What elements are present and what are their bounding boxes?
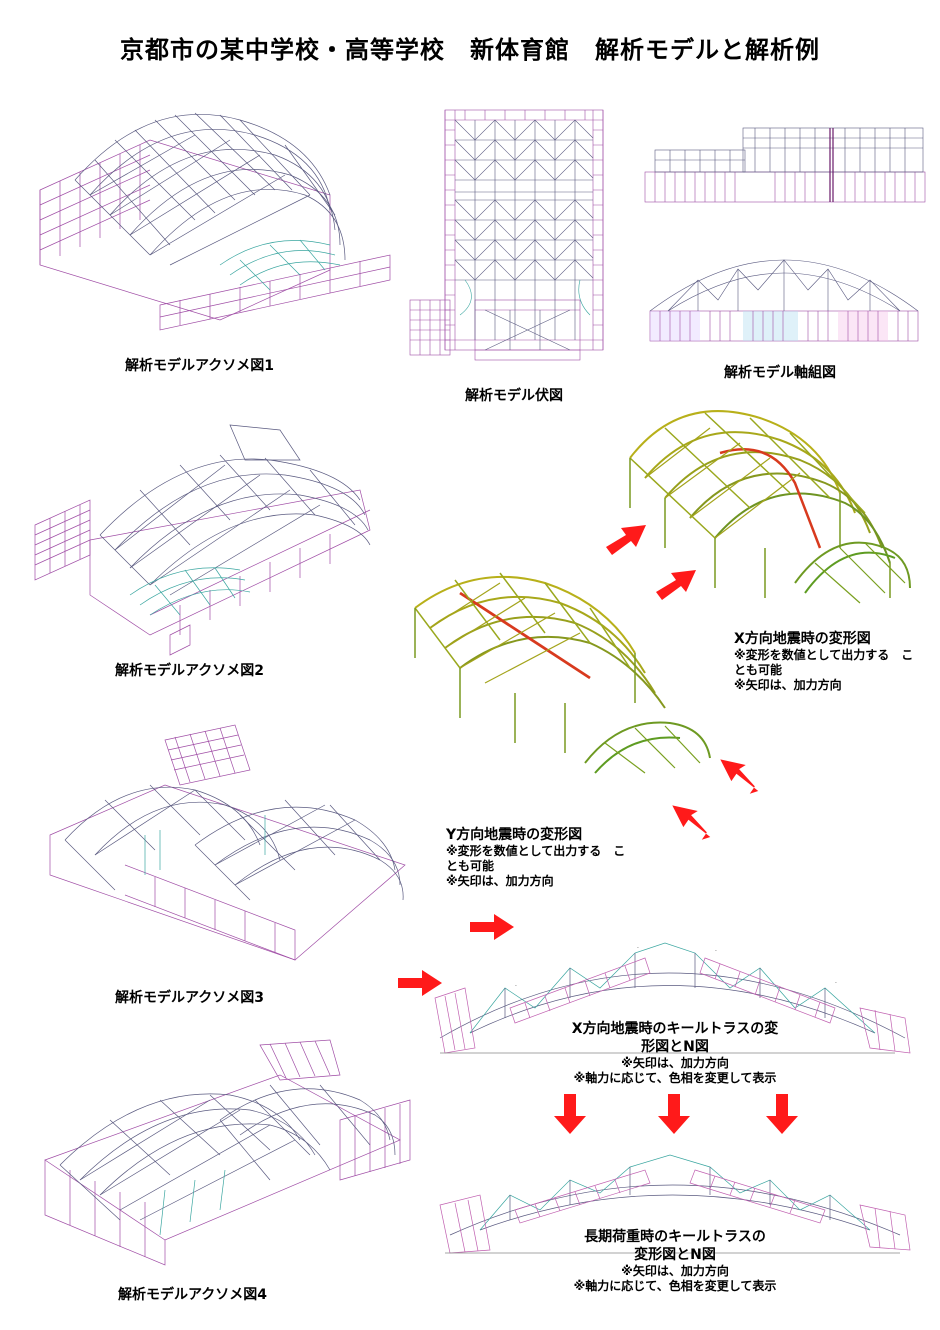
svg-text:.: . <box>715 946 717 953</box>
keel-long-heading-1: 長期荷重時のキールトラスの <box>584 1229 766 1245</box>
caption-iso-1: 解析モデルアクソメ図1 <box>125 358 275 374</box>
x-deformation-note: X方向地震時の変形図 ※変形を数値として出力する こ とも可能 ※矢印は、加力方… <box>734 630 913 693</box>
keel-x-heading-1: X方向地震時のキールトラスの変 <box>571 1021 779 1037</box>
iso-model-3 <box>49 724 406 961</box>
svg-text:.: . <box>637 943 639 950</box>
caption-frame: 解析モデル軸組図 <box>724 365 836 381</box>
keel-truss-long-diagram <box>439 1154 911 1254</box>
keel-truss-x-diagram: . . . . <box>434 942 911 1054</box>
svg-text:.: . <box>835 978 837 985</box>
caption-iso-3: 解析モデルアクソメ図3 <box>115 990 265 1006</box>
page-title: 京都市の某中学校・高等学校 新体育館 解析モデルと解析例 <box>120 36 820 64</box>
caption-iso-4: 解析モデルアクソメ図4 <box>118 1287 268 1303</box>
y-deformation-note-2: とも可能 <box>446 859 495 873</box>
load-arrow-right-1 <box>470 914 514 940</box>
iso-model-4 <box>44 1039 411 1266</box>
caption-iso-2: 解析モデルアクソメ図2 <box>115 663 265 679</box>
load-arrow-down-2 <box>658 1094 690 1134</box>
y-deformation-note-1: ※変形を数値として出力する こ <box>446 844 626 858</box>
iso-model-1 <box>39 112 391 331</box>
frame-elevation-bottom <box>649 259 919 342</box>
x-deformation-note-1: ※変形を数値として出力する こ <box>734 648 914 662</box>
keel-x-note-1: ※矢印は、加力方向 <box>621 1056 729 1070</box>
keel-long-note-1: ※矢印は、加力方向 <box>621 1264 729 1278</box>
y-deformation-heading: Y方向地震時の変形図 <box>446 827 583 843</box>
svg-text:.: . <box>515 981 517 988</box>
load-arrow-x-1 <box>606 525 646 555</box>
load-arrow-down-3 <box>766 1094 798 1134</box>
keel-long-note-2: ※軸力に応じて、色相を変更して表示 <box>573 1279 777 1293</box>
frame-elevation-top <box>644 127 926 203</box>
load-arrow-y-2 <box>672 805 711 840</box>
x-deformation-figure <box>629 410 911 604</box>
keel-x-heading-2: 形図とN図 <box>641 1039 709 1055</box>
keel-long-note: 長期荷重時のキールトラスの 変形図とN図 ※矢印は、加力方向 ※軸力に応じて、色… <box>540 1228 810 1294</box>
caption-plan: 解析モデル伏図 <box>465 388 563 404</box>
y-deformation-note-3: ※矢印は、加力方向 <box>446 874 554 888</box>
y-deformation-figure <box>414 572 711 774</box>
iso-model-2 <box>34 424 371 656</box>
keel-x-note: X方向地震時のキールトラスの変 形図とN図 ※矢印は、加力方向 ※軸力に応じて、… <box>540 1020 810 1086</box>
load-arrow-x-2 <box>656 570 696 600</box>
y-deformation-note: Y方向地震時の変形図 ※変形を数値として出力する こ とも可能 ※矢印は、加力方… <box>446 826 625 889</box>
keel-long-heading-2: 変形図とN図 <box>634 1247 716 1263</box>
plan-view <box>409 109 604 361</box>
x-deformation-heading: X方向地震時の変形図 <box>734 631 871 647</box>
keel-x-note-2: ※軸力に応じて、色相を変更して表示 <box>573 1071 777 1085</box>
load-arrow-y-1 <box>720 759 759 794</box>
load-arrow-down-1 <box>554 1094 586 1134</box>
x-deformation-note-2: とも可能 <box>734 663 783 677</box>
load-arrow-right-2 <box>398 970 442 996</box>
x-deformation-note-3: ※矢印は、加力方向 <box>734 678 842 692</box>
